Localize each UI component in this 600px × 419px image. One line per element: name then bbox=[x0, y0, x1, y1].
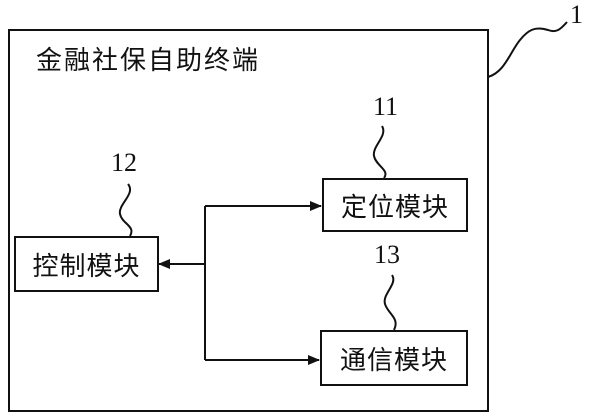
control-ref-label: 12 bbox=[111, 148, 137, 177]
control-module-label: 控制模块 bbox=[32, 251, 141, 282]
positioning-module-label: 定位模块 bbox=[340, 192, 449, 223]
terminal-leader-line bbox=[487, 21, 568, 78]
positioning-module-box: 定位模块 bbox=[322, 178, 468, 232]
positioning-ref-label: 11 bbox=[373, 92, 399, 121]
terminal-title: 金融社保自助终端 bbox=[36, 46, 261, 76]
control-module-box: 控制模块 bbox=[14, 236, 159, 292]
communication-ref-label: 13 bbox=[374, 240, 400, 269]
communication-module-box: 通信模块 bbox=[320, 330, 468, 386]
terminal-frame bbox=[8, 29, 489, 412]
communication-module-label: 通信模块 bbox=[339, 345, 448, 376]
communication-leader-line bbox=[383, 274, 397, 331]
control-leader-line bbox=[118, 183, 133, 237]
positioning-leader-line bbox=[372, 125, 387, 179]
terminal-ref-label: 1 bbox=[570, 0, 583, 29]
